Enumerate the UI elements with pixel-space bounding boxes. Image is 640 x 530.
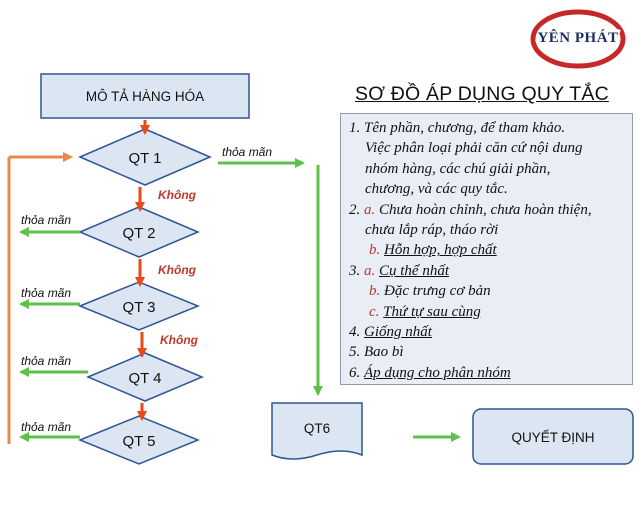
- rule-5-text: Bao bì: [364, 344, 404, 361]
- start-label: MÔ TẢ HÀNG HÓA: [86, 89, 204, 104]
- rule-6-number: 6.: [349, 364, 361, 381]
- logo-ring-icon: [530, 9, 626, 69]
- rule-2b-marker: b.: [369, 242, 381, 259]
- rule-4-number: 4.: [349, 324, 361, 341]
- rule-3-b: b. Đặc trưng cơ bản: [349, 281, 626, 301]
- rule-5-number: 5.: [349, 344, 361, 361]
- brand-logo: YÊN PHÁT: [528, 8, 628, 70]
- rule-1-line-4: chương, và các quy tắc.: [365, 181, 508, 198]
- decision-qt4: [86, 352, 204, 402]
- decision-qt1-label: QT 1: [128, 150, 161, 167]
- rule-3-a: 3. a. Cụ thể nhất: [349, 261, 626, 281]
- no-label-3: Không: [160, 333, 199, 347]
- rule-3c-marker: c.: [369, 303, 380, 320]
- logo-text: YÊN PHÁT: [537, 30, 619, 46]
- rule-3a-text: Cụ thể nhất: [379, 262, 449, 279]
- rule-2b-text: Hỗn hợp, hợp chất: [384, 242, 497, 259]
- rule-6-text: Áp dụng cho phân nhóm: [364, 364, 511, 381]
- satisfied-label-qt5: thỏa mãn: [21, 420, 71, 434]
- rule-3b-marker: b.: [369, 283, 381, 300]
- rules-list: 1. Tên phần, chương, để tham khảo. Việc …: [340, 113, 633, 385]
- no-label-1: Không: [158, 188, 197, 202]
- rule-2-b: b. Hỗn hợp, hợp chất: [349, 240, 626, 260]
- rule-3-c: c. Thứ tự sau cùng: [349, 302, 626, 322]
- rule-2a-text: Chưa hoàn chỉnh, chưa hoàn thiện,: [379, 201, 592, 218]
- decision-qt1: [78, 128, 212, 186]
- decision-qt2-label: QT 2: [122, 225, 155, 242]
- decision-qt3-label: QT 3: [122, 299, 155, 316]
- rule-4-text: Giống nhất: [364, 324, 432, 341]
- satisfied-label-qt3: thỏa mãn: [21, 286, 71, 300]
- decision-qt3: [78, 281, 200, 331]
- final-decision-box: [472, 408, 634, 465]
- page-title: SƠ ĐỒ ÁP DỤNG QUY TẮC: [355, 83, 609, 105]
- decision-qt5-label: QT 5: [122, 433, 155, 450]
- rule-3a-marker: a.: [364, 262, 376, 279]
- rule-3c-text: Thứ tự sau cùng: [383, 303, 481, 320]
- satisfied-label-qt4: thỏa mãn: [21, 354, 71, 368]
- no-label-2: Không: [158, 263, 197, 277]
- decision-qt4-label: QT 4: [128, 370, 161, 387]
- rule-1-line-2: Việc phân loại phải căn cứ nội dung: [365, 140, 583, 157]
- rule-3b-text: Đặc trưng cơ bản: [384, 283, 491, 300]
- rule-4: 4. Giống nhất: [349, 322, 626, 342]
- satisfied-label-qt2: thỏa mãn: [21, 213, 71, 227]
- result-document-label: QT6: [304, 421, 330, 436]
- decision-qt5: [78, 415, 200, 465]
- rule-6: 6. Áp dụng cho phân nhóm: [349, 363, 626, 383]
- rule-5: 5. Bao bì: [349, 342, 626, 362]
- rule-1-line-3: nhóm hàng, các chú giải phần,: [365, 160, 551, 177]
- result-document-qt6: [271, 402, 363, 460]
- rule-2a-line-2: chưa lắp ráp, tháo rời: [365, 222, 499, 239]
- final-decision-label: QUYẾT ĐỊNH: [511, 430, 594, 445]
- start-box: [40, 73, 250, 119]
- rule-2-number: 2.: [349, 201, 361, 218]
- decision-qt2: [78, 206, 200, 258]
- rule-2a-marker: a.: [364, 201, 376, 218]
- satisfied-label-qt1: thỏa mãn: [222, 145, 272, 159]
- rule-3-number: 3.: [349, 262, 361, 279]
- rule-1-line-1: 1. Tên phần, chương, để tham khảo.: [349, 120, 566, 136]
- rule-2-a: 2. a. Chưa hoàn chỉnh, chưa hoàn thiện,: [349, 200, 626, 220]
